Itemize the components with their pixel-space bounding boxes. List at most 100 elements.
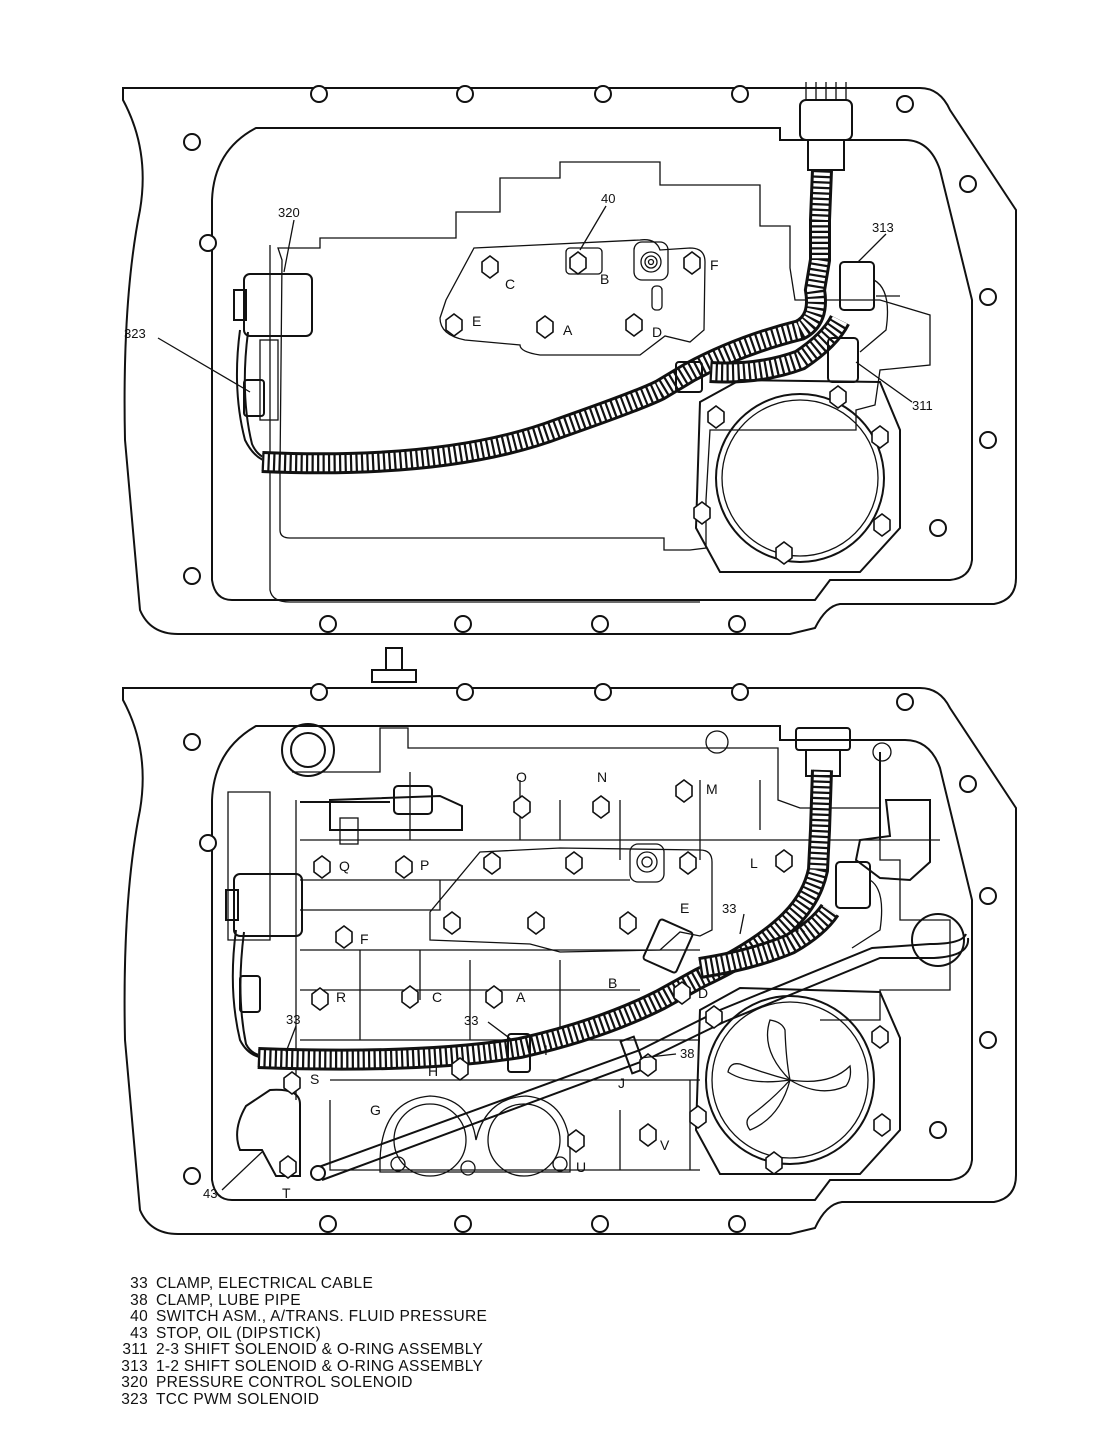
solenoid-cap [225, 889, 239, 921]
legend-part-number: 40 [130, 1308, 148, 1325]
callout-33: 33 [464, 1013, 478, 1028]
lower-bore [487, 1103, 561, 1177]
bolt [199, 234, 217, 252]
bolt [456, 683, 474, 701]
legend-part-number: 311 [122, 1341, 148, 1358]
connector-collar [807, 139, 845, 171]
harness-clip [507, 1033, 531, 1073]
callout-33: 33 [286, 1012, 300, 1027]
bolt-letter: Q [339, 858, 350, 874]
bolt-head [311, 987, 329, 1011]
accumulator-bore-inner [290, 732, 326, 768]
callout-33: 33 [722, 901, 736, 916]
lower-bore [393, 1103, 467, 1177]
bolt-letter: E [680, 900, 689, 916]
bolt [979, 431, 997, 449]
bolt [979, 288, 997, 306]
bolt [183, 133, 201, 151]
bolt-head [481, 255, 499, 279]
shift-solenoid-1-2 [839, 261, 875, 311]
bolt-head [395, 855, 413, 879]
solenoid-wire [239, 931, 267, 1057]
valve-channel [300, 880, 561, 1040]
legend-part-description: TCC PWM SOLENOID [156, 1390, 320, 1408]
bolt-head [279, 1155, 297, 1179]
top-view: 320 40 313 323 311 B C F E A D [122, 82, 1017, 635]
top-case-outline [122, 87, 1017, 635]
bolt-head [483, 851, 501, 875]
bolt-head [335, 925, 353, 949]
bolt-letter: E [472, 313, 481, 329]
bolt [896, 693, 914, 711]
bolt [728, 1215, 746, 1233]
solenoid-wire [235, 329, 271, 463]
valve-body-bolts [279, 779, 793, 1179]
dipstick-bore [911, 913, 965, 967]
top-pump-hex [694, 378, 901, 573]
switch-slot [651, 285, 663, 311]
legend-part-description: 2-3 SHIFT SOLENOID & O-RING ASSEMBLY [156, 1341, 484, 1358]
legend-part-description: 1-2 SHIFT SOLENOID & O-RING ASSEMBLY [156, 1357, 484, 1375]
switch-port [565, 247, 603, 275]
bolt [594, 85, 612, 103]
bolt-head [567, 1129, 585, 1153]
pump-bore [705, 995, 875, 1165]
bolt-head [675, 779, 693, 803]
leader-line-323 [157, 337, 251, 393]
bolt-letter: R [336, 989, 346, 1005]
bolt-head [873, 513, 891, 537]
bolt [979, 887, 997, 905]
wiring-harness-core [261, 169, 830, 472]
lube-pipe-edge [321, 937, 970, 1181]
legend-part-description: STOP, OIL (DIPSTICK) [156, 1324, 322, 1342]
solenoid-cap [233, 289, 247, 321]
bolt [959, 175, 977, 193]
switch-sensor-ring [644, 255, 658, 269]
bolt-head [775, 541, 793, 565]
bottom-pump-hex [694, 986, 901, 1175]
bolt-letter: O [516, 769, 527, 785]
bolt [979, 1031, 997, 1049]
bottom-view: 33 33 33 38 43 O N M Q P L E K F R C A B… [122, 647, 1017, 1235]
wiring-harness-ribs [261, 169, 831, 473]
connector-pins [805, 82, 847, 100]
lower-bore [390, 1156, 406, 1172]
solenoid-wire [243, 331, 273, 461]
bolt-head [679, 851, 697, 875]
solenoid-lead [859, 279, 889, 353]
bolt [896, 95, 914, 113]
leader-line-40 [579, 205, 607, 251]
legend-part-number: 43 [130, 1324, 148, 1342]
bolt-head [829, 385, 847, 409]
bolt-head [445, 313, 463, 337]
bottom-case-outline [122, 687, 1017, 1235]
bolt [319, 1215, 337, 1233]
leader-line-38 [639, 1053, 677, 1059]
top-perimeter-bolts [183, 85, 997, 633]
bolt [731, 85, 749, 103]
bolt-letter: D [652, 324, 662, 340]
legend-part-description: PRESSURE CONTROL SOLENOID [156, 1374, 413, 1391]
bolt [731, 683, 749, 701]
leader-line-320 [283, 219, 295, 273]
tcc-pwm-solenoid [239, 975, 261, 1013]
lube-pipe-end [310, 1165, 326, 1181]
bolt [310, 683, 328, 701]
tcc-pwm-solenoid [243, 379, 265, 417]
legend-row: 311 2-3 SHIFT SOLENOID & O-RING ASSEMBLY [108, 1341, 487, 1359]
pump-vane [727, 1063, 791, 1083]
bolt-letter: M [706, 781, 718, 797]
accumulator-bore [281, 723, 335, 777]
bore [872, 742, 892, 762]
legend-part-number: 320 [121, 1374, 148, 1391]
bolt [456, 85, 474, 103]
bolt [310, 85, 328, 103]
valve-body-frame [292, 727, 951, 1021]
pump-vane [746, 1079, 791, 1131]
solenoid-lead [851, 879, 883, 949]
bolt [183, 733, 201, 751]
